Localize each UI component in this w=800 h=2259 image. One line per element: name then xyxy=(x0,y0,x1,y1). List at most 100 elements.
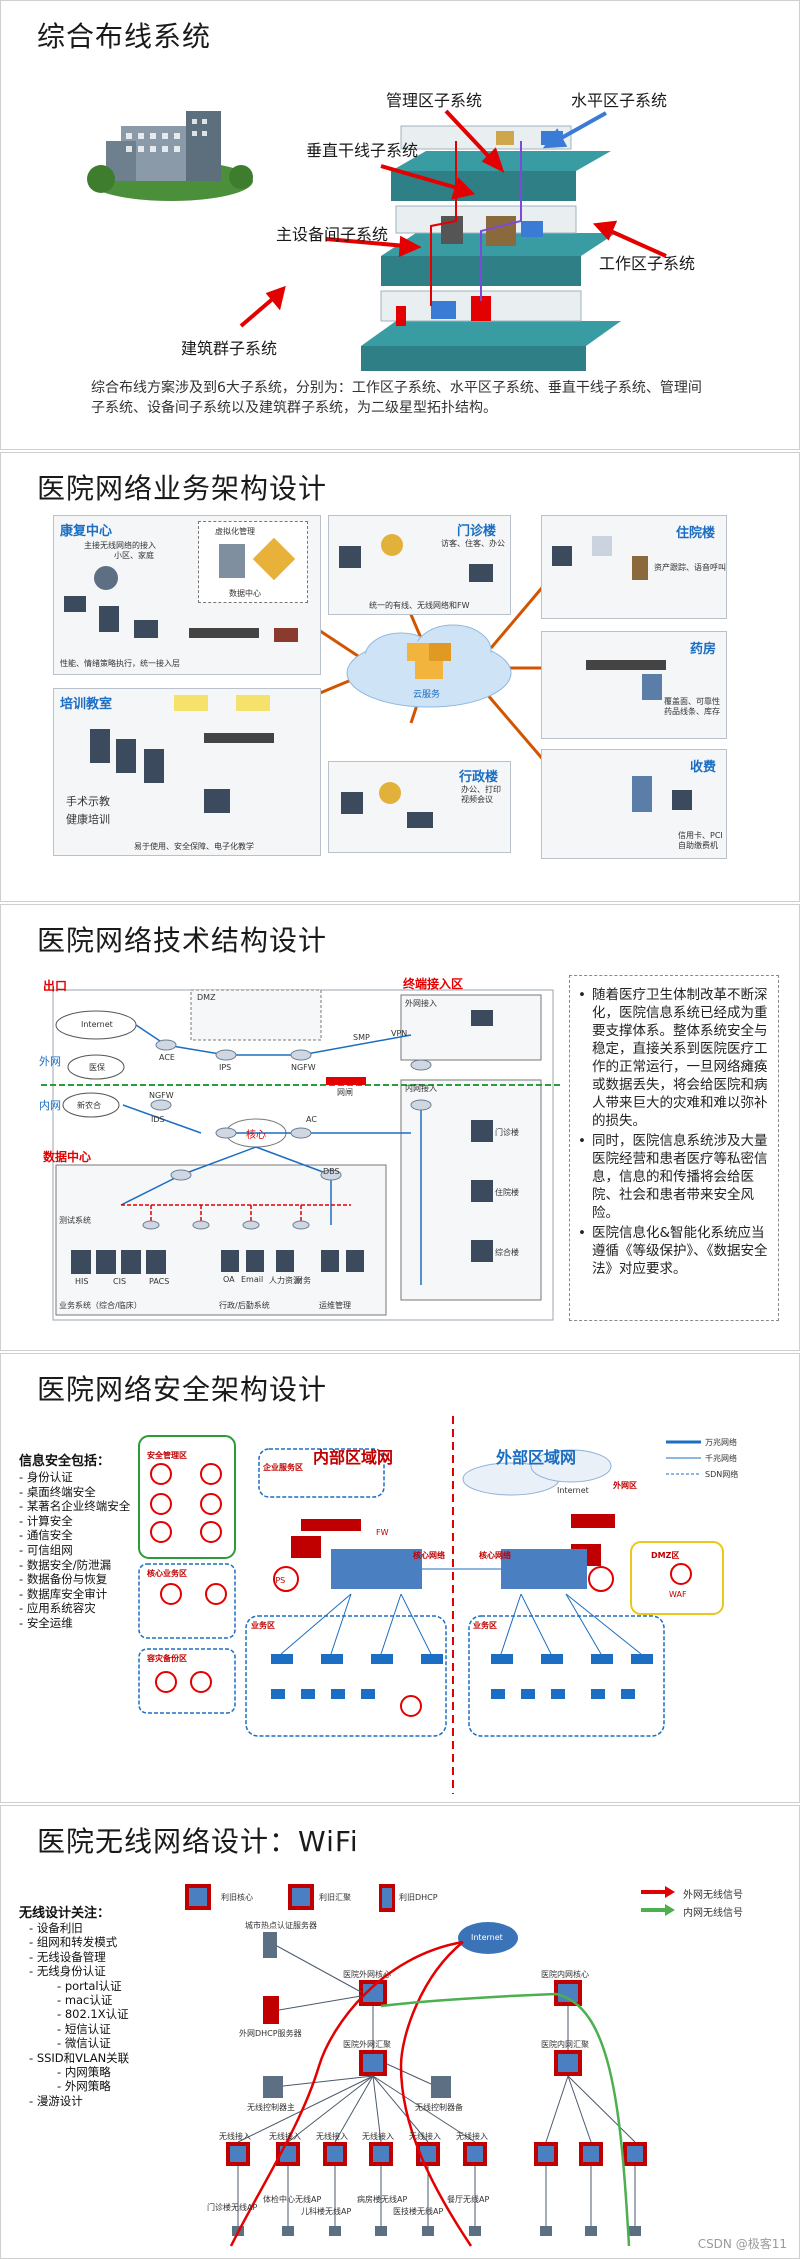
node-ext-dhcp: 外网DHCP服务器 xyxy=(239,2029,302,2038)
slide-business-architecture: 医院网络业务架构设计 康复中心 主接无线网络的接入 小区、家庭 性能、情绪策略执… xyxy=(0,452,800,902)
label-ngfw-inner: NGFW xyxy=(149,1091,174,1100)
label-finance: 财务 xyxy=(295,1276,311,1285)
slide-title: 医院网络技术结构设计 xyxy=(37,924,328,957)
zone-pharmacy: 药房 覆盖面、可靠性 药品线条、库存 xyxy=(541,631,727,739)
list-item: - 无线身份认证 xyxy=(29,1964,106,1979)
slide-title: 医院网络业务架构设计 xyxy=(37,472,328,505)
slide-security-architecture: 医院网络安全架构设计 信息安全包括： - 身份认证 - 桌面终端安全 - 某著名… xyxy=(0,1353,800,1803)
technical-diagram xyxy=(41,989,561,1321)
label-email: Email xyxy=(241,1275,264,1284)
zone-inpatient: 住院楼 资产跟踪、语音呼叫 xyxy=(541,515,727,619)
zone-rehab: 康复中心 主接无线网络的接入 小区、家庭 性能、情绪策略执行，统一接入层 虚拟化… xyxy=(53,515,321,675)
label-core-business: 核心业务区 xyxy=(147,1569,187,1578)
list-item: - 应用系统容灾 xyxy=(19,1601,96,1616)
label-terminal-access: 终端接入区 xyxy=(403,977,464,991)
campus-illustration xyxy=(87,111,253,201)
list-item: - 外网策略 xyxy=(57,2079,111,2094)
label-farm: 新农合 xyxy=(77,1101,101,1110)
list-item: - 计算安全 xyxy=(19,1513,73,1528)
label-ips: IPS xyxy=(273,1576,286,1585)
zone-name: 药房 xyxy=(690,642,717,657)
label-management: 管理区子系统 xyxy=(386,91,483,110)
bullet-item: 随着医疗卫生体制改革不断深化，医院信息系统已经成为重要支撑体系。整体系统安全与稳… xyxy=(576,986,772,1130)
list-item: - 短信认证 xyxy=(57,2021,111,2036)
list-item: - 802.1X认证 xyxy=(57,2007,129,2022)
cloud-service: 云服务 xyxy=(341,621,516,711)
label-inner-net: 内网 xyxy=(39,1099,61,1112)
zone-clinic: 门诊楼 访客、住客、办公 统一的有线、无线网络和FW xyxy=(328,515,511,615)
node-wlc-backup: 无线控制器备 xyxy=(415,2103,463,2112)
label-business-zone-left: 业务区 xyxy=(251,1621,275,1630)
label-mgmt-zone: 安全管理区 xyxy=(147,1451,187,1460)
label-cis: CIS xyxy=(113,1277,127,1286)
node-ap-clinic: 门诊楼无线AP xyxy=(207,2203,258,2212)
list-item: - 无线设备管理 xyxy=(29,1949,106,1964)
node-internet: Internet xyxy=(471,1933,503,1942)
legend-sdn: SDN网络 xyxy=(705,1470,739,1479)
label-smp: SMP xyxy=(353,1033,370,1042)
list-item: - 内网策略 xyxy=(57,2065,111,2080)
node-ap-children: 儿科楼无线AP xyxy=(301,2207,352,2216)
label-backbone: 垂直干线子系统 xyxy=(306,141,419,160)
zone-name: 培训教室 xyxy=(60,697,113,712)
label-enterprise-biz: 企业服务区 xyxy=(263,1463,303,1472)
list-item: - 组网和转发模式 xyxy=(29,1935,118,1950)
label-exit: 出口 xyxy=(43,979,68,993)
building-floors xyxy=(361,125,621,371)
node-old-core: 利旧核心 xyxy=(221,1893,253,1902)
label-ac: AC xyxy=(306,1115,317,1124)
legend-arrows xyxy=(641,1886,675,1916)
node-in-agg: 医院内网汇聚 xyxy=(541,2040,589,2049)
security-diagram xyxy=(138,1416,724,1794)
bullet-list: 随着医疗卫生体制改革不断深化，医院信息系统已经成为重要支撑体系。整体系统安全与稳… xyxy=(576,986,772,1278)
label-internet: Internet xyxy=(557,1486,589,1495)
node-wireless-access: 无线接入 xyxy=(316,2132,348,2141)
list-item: - portal认证 xyxy=(57,1978,122,1993)
legend-outer: 外网无线信号 xyxy=(683,1890,743,1901)
bullet-item: 医院信息化&智能化系统应当遵循《等级保护》、《数据安全法》对应要求。 xyxy=(576,1224,772,1278)
label-core-net-left: 核心网络 xyxy=(413,1551,445,1560)
label-hr: 人力资源 xyxy=(269,1276,301,1285)
zone-name: 行政楼 xyxy=(459,770,499,785)
node-ap-pharmacy: 医技楼无线AP xyxy=(393,2207,444,2216)
node-ap-hall: 餐厅无线AP xyxy=(447,2195,490,2204)
list-item: - 设备利旧 xyxy=(29,1921,83,1935)
zone-admin: 行政楼 办公、打印 视频会议 xyxy=(328,761,511,853)
node-auth-server: 城市热点认证服务器 xyxy=(245,1921,317,1930)
label-waf: WAF xyxy=(669,1590,687,1599)
slide-title: 医院无线网络设计：WiFi xyxy=(37,1825,359,1858)
label-datacenter: 数据中心 xyxy=(43,1150,92,1164)
zone-name: 收费 xyxy=(690,760,717,775)
slide-cabling-system: 综合布线系统 xyxy=(0,0,800,450)
label-ace: ACE xyxy=(159,1053,175,1062)
label-dmz: DMZ xyxy=(197,993,216,1002)
virtualization-box: 虚拟化管理 数据中心 xyxy=(198,521,308,603)
label-gateway: 网闸 xyxy=(337,1088,353,1097)
list-title: 无线设计关注： xyxy=(19,1906,111,1921)
node-ext-core: 医院外网核心 xyxy=(343,1970,391,1979)
label-ips: IPS xyxy=(219,1063,232,1072)
list-item: - 桌面终端安全 xyxy=(19,1484,96,1499)
list-item: - mac认证 xyxy=(57,1993,113,2008)
zone-training: 培训教室 手术示教 健康培训 易于使用、安全保障、电子化教学 xyxy=(53,688,321,856)
node-wireless-access: 无线接入 xyxy=(409,2132,441,2141)
zone-name: 门诊楼 xyxy=(457,524,497,539)
description-panel: 随着医疗卫生体制改革不断深化，医院信息系统已经成为重要支撑体系。整体系统安全与稳… xyxy=(569,975,779,1321)
wifi-diagram xyxy=(185,1884,675,2247)
label-test-sys: 测试系统 xyxy=(59,1216,91,1225)
label-ngfw-top: NGFW xyxy=(291,1063,316,1072)
label-core-net-right: 核心网络 xyxy=(479,1551,511,1560)
list-item: - 数据备份与恢复 xyxy=(19,1572,108,1587)
label-business-zone-right: 业务区 xyxy=(473,1621,497,1630)
label-clinic: 门诊楼 xyxy=(495,1128,519,1137)
slide-title: 医院网络安全架构设计 xyxy=(37,1373,328,1406)
bullet-item: 同时，医院信息系统涉及大量医院经营和患者医疗等私密信息，信息的和传播将会给医院、… xyxy=(576,1132,772,1222)
label-business-sys: 业务系统（综合/临床） xyxy=(59,1301,142,1310)
label-backup-zone: 容灾备份区 xyxy=(147,1654,187,1663)
label-internet: Internet xyxy=(81,1020,113,1029)
node-old-dhcp: 利旧DHCP xyxy=(399,1893,438,1902)
label-dbs: DBS xyxy=(323,1167,340,1176)
list-item: - 某著名企业终端安全 xyxy=(19,1499,131,1514)
label-his: HIS xyxy=(75,1277,89,1286)
legend-inner: 内网无线信号 xyxy=(683,1908,743,1919)
